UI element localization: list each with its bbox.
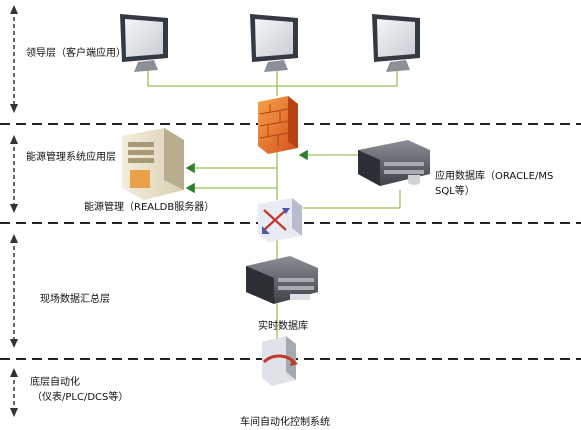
- layer-label-bottom-1: 底层自动化: [30, 377, 80, 388]
- network-links: [147, 68, 401, 340]
- node-label-workshop: 车间自动化控制系统: [240, 417, 330, 428]
- layer-label-leadership: 领导层（客户端应用）: [26, 48, 126, 59]
- monitor-icon-1: [120, 14, 168, 72]
- rack-server-icon: [358, 140, 430, 186]
- plc-icon: [262, 336, 298, 386]
- node-label-app-db-2: SQL等）: [435, 186, 475, 197]
- layer-label-bottom-2: （仪表/PLC/DCS等）: [32, 392, 129, 403]
- router-icon: [258, 198, 302, 242]
- database-server-icon: [246, 256, 318, 304]
- monitor-icon-3: [372, 14, 420, 72]
- firewall-icon: [258, 96, 298, 154]
- monitor-icon-2: [250, 14, 298, 72]
- layer-arrow-heads: [10, 5, 18, 417]
- node-label-realdb: 能源管理（REALDB服务器）: [84, 202, 215, 213]
- layer-label-energy-app: 能源管理系统应用层: [26, 152, 116, 163]
- node-label-realtime-db: 实时数据库: [258, 321, 308, 332]
- server-tower-icon: [122, 128, 184, 200]
- node-label-app-db-1: 应用数据库（ORACLE/MS: [435, 171, 554, 182]
- layer-label-field-data: 现场数据汇总层: [40, 294, 110, 305]
